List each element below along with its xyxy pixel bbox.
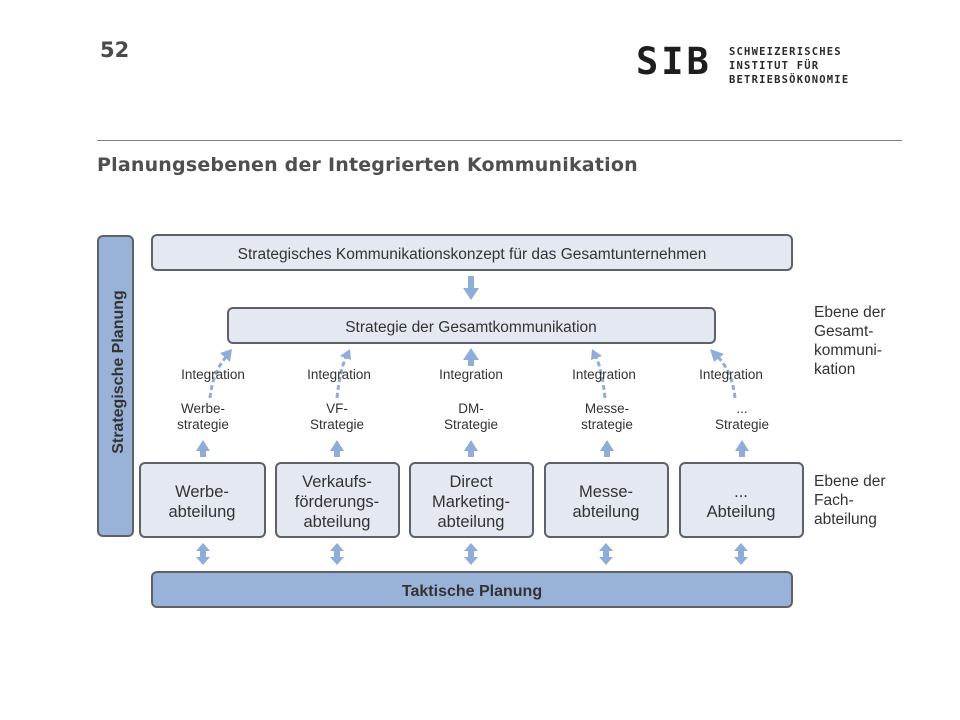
header-divider bbox=[97, 140, 902, 141]
integration-label: Integration bbox=[699, 367, 763, 382]
double-arrow-icon bbox=[330, 543, 344, 565]
department-messe: Messe- abteilung bbox=[544, 462, 669, 538]
department-vf: Verkaufs- förderungs- abteilung bbox=[275, 462, 400, 538]
strategy-label: Messe- bbox=[585, 401, 629, 416]
column-dm: Integration DM- Strategie bbox=[439, 367, 503, 432]
level-label-department: Ebene der Fach- abteilung bbox=[814, 473, 886, 528]
column-messe: Integration Messe- strategie bbox=[572, 367, 636, 432]
department-other: ... Abteilung bbox=[679, 462, 804, 538]
up-arrow-icon bbox=[463, 348, 479, 366]
logo-line: INSTITUT FÜR bbox=[729, 60, 820, 72]
level-label-overall: Ebene der Gesamt- kommuni- kation bbox=[814, 304, 886, 378]
double-arrow-icon bbox=[599, 543, 613, 565]
strategy-label: Strategie bbox=[715, 417, 769, 432]
up-arrow-icon bbox=[330, 440, 344, 457]
up-arrow-icon bbox=[196, 440, 210, 457]
department-dm: Direct Marketing- abteilung bbox=[409, 462, 534, 538]
double-arrow-icon bbox=[464, 543, 478, 565]
department-label: Direct bbox=[449, 473, 493, 491]
integration-label: Integration bbox=[181, 367, 245, 382]
page-title: Planungsebenen der Integrierten Kommunik… bbox=[97, 154, 638, 176]
strategy-label: DM- bbox=[458, 401, 484, 416]
logo-line: SCHWEIZERISCHES bbox=[729, 46, 842, 58]
integration-arrow-icon bbox=[594, 356, 607, 399]
column-vf: Integration VF- Strategie bbox=[307, 367, 371, 432]
department-label: ... bbox=[734, 483, 748, 501]
department-label: Abteilung bbox=[707, 503, 776, 521]
level-label-line: abteilung bbox=[814, 511, 877, 528]
level-label-line: Gesamt- bbox=[814, 323, 873, 340]
strategy-label: Strategie bbox=[444, 417, 498, 432]
logo-mark: SIB bbox=[636, 40, 712, 83]
strategy-label: Strategie bbox=[310, 417, 364, 432]
overall-strategy-label: Strategie der Gesamtkommunikation bbox=[345, 319, 597, 336]
department-label: abteilung bbox=[573, 503, 640, 521]
department-label: abteilung bbox=[169, 503, 236, 521]
arrowhead-icon bbox=[591, 349, 602, 360]
department-label: Werbe- bbox=[175, 483, 229, 501]
integration-label: Integration bbox=[307, 367, 371, 382]
double-arrow-icon bbox=[196, 543, 210, 565]
company-concept-box bbox=[151, 234, 793, 271]
down-arrow-icon bbox=[463, 276, 479, 300]
column-other: Integration ... Strategie bbox=[699, 367, 769, 432]
department-label: Marketing- bbox=[432, 493, 510, 511]
strategy-label: Werbe- bbox=[181, 401, 225, 416]
level-label-line: kommuni- bbox=[814, 342, 882, 359]
arrowhead-icon bbox=[710, 349, 724, 362]
arrowhead-icon bbox=[340, 349, 351, 360]
department-label: abteilung bbox=[438, 513, 505, 531]
tactical-planning-label: Taktische Planung bbox=[402, 583, 542, 600]
level-label-line: Ebene der bbox=[814, 304, 886, 321]
strategy-label: VF- bbox=[326, 401, 348, 416]
strategy-label: strategie bbox=[581, 417, 633, 432]
level-label-line: kation bbox=[814, 361, 855, 378]
strategic-planning-label: Strategische Planung bbox=[110, 290, 127, 454]
up-arrow-icon bbox=[600, 440, 614, 457]
level-label-line: Fach- bbox=[814, 492, 854, 509]
up-arrow-icon bbox=[464, 440, 478, 457]
strategy-label: ... bbox=[736, 401, 747, 416]
logo-text: SCHWEIZERISCHES INSTITUT FÜR BETRIEBSÖKO… bbox=[729, 45, 849, 87]
department-label: förderungs- bbox=[295, 493, 379, 511]
integration-label: Integration bbox=[439, 367, 503, 382]
column-werbe: Integration Werbe- strategie bbox=[177, 367, 245, 432]
strategic-planning-bar bbox=[97, 235, 134, 537]
tactical-planning-box bbox=[151, 571, 793, 608]
overall-strategy-box bbox=[227, 307, 716, 344]
integration-arrow-icon bbox=[335, 356, 348, 399]
double-arrow-icon bbox=[734, 543, 748, 565]
level-label-line: Ebene der bbox=[814, 473, 886, 490]
up-arrow-icon bbox=[735, 440, 749, 457]
department-label: Verkaufs- bbox=[302, 473, 372, 491]
company-concept-label: Strategisches Kommunikationskonzept für … bbox=[238, 246, 707, 263]
strategy-label: strategie bbox=[177, 417, 229, 432]
department-label: Messe- bbox=[579, 483, 633, 501]
logo-line: BETRIEBSÖKONOMIE bbox=[729, 74, 850, 86]
department-label: abteilung bbox=[304, 513, 371, 531]
page-number: 52 bbox=[100, 38, 130, 62]
integration-label: Integration bbox=[572, 367, 636, 382]
arrowhead-icon bbox=[220, 349, 232, 362]
department-werbe: Werbe- abteilung bbox=[139, 462, 266, 538]
